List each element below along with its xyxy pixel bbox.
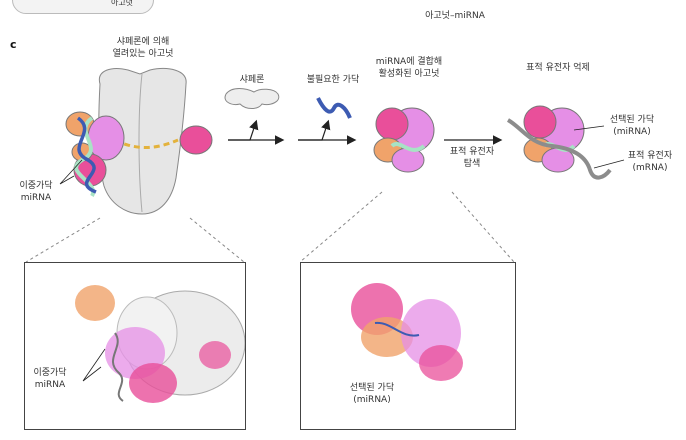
box2-selected-label: 선택된 가닥 (miRNA)	[349, 383, 395, 405]
label-unneeded-strand: 불필요한 가닥	[306, 75, 360, 85]
top-left-label: 아고넛	[110, 0, 134, 7]
label-activated: miRNA에 결합해 활성화된 아고넛	[375, 57, 443, 79]
box1-duplex-label: 이중가닥 miRNA	[33, 368, 67, 390]
repressing-argonaute	[506, 105, 612, 180]
activated-argonaute	[373, 107, 435, 173]
activated-structure-render	[351, 283, 463, 381]
pink-domain-right	[179, 125, 213, 155]
structure-box-activated	[300, 262, 516, 430]
chaperone-leaving-arrow	[228, 119, 259, 141]
chaperone-shape	[224, 88, 280, 109]
open-argonaute	[98, 68, 187, 215]
label-selected-strand: 선택된 가닥 (miRNA)	[609, 115, 655, 137]
label-chaperone-open: 샤페론에 의해 열려있는 아고넛	[112, 37, 174, 59]
label-target-repression: 표적 유전자 억제	[526, 63, 590, 73]
duplex-strand-blue	[76, 116, 97, 194]
open-structure-render	[75, 285, 245, 403]
label-duplex: 이중가닥 miRNA	[19, 181, 53, 203]
label-target-gene: 표적 유전자 (mRNA)	[627, 151, 673, 173]
top-right-label: 아고넛–miRNA	[425, 11, 485, 21]
label-target-search: 표적 유전자 탐색	[449, 147, 495, 169]
mrna-strand	[506, 118, 612, 180]
magenta-domain	[87, 115, 125, 161]
unneeded-strand	[316, 97, 352, 119]
label-chaperone: 샤페론	[239, 75, 265, 85]
panel-letter-c: c	[10, 38, 17, 51]
structure-box-open	[24, 262, 246, 430]
